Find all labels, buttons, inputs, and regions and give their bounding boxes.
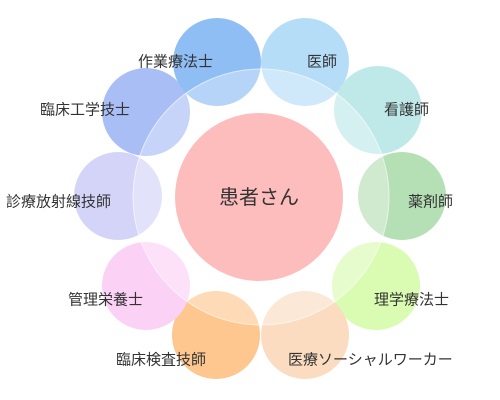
role-circle xyxy=(261,291,349,379)
role-label: 薬剤師 xyxy=(408,193,453,211)
role-circles xyxy=(74,18,446,379)
role-label: 医師 xyxy=(307,53,337,71)
role-circle xyxy=(261,18,349,106)
role-label: 作業療法士 xyxy=(138,53,213,71)
role-label: 臨床検査技師 xyxy=(116,351,206,369)
role-label: 管理栄養士 xyxy=(68,291,143,309)
role-label: 理学療法士 xyxy=(374,291,449,309)
role-circle xyxy=(358,152,446,240)
role-label: 診療放射線技師 xyxy=(6,193,111,211)
role-circle xyxy=(102,68,190,156)
role-label: 臨床工学技士 xyxy=(40,101,130,119)
role-label: 看護師 xyxy=(384,101,429,119)
center-label: 患者さん xyxy=(219,185,299,209)
role-circle xyxy=(172,291,260,379)
role-circle xyxy=(74,152,162,240)
role-circle xyxy=(102,242,190,330)
role-circle xyxy=(173,18,261,106)
role-circle xyxy=(332,242,420,330)
role-circle xyxy=(334,66,422,154)
role-label: 医療ソーシャルワーカー xyxy=(288,351,453,369)
center-circle xyxy=(175,113,343,281)
